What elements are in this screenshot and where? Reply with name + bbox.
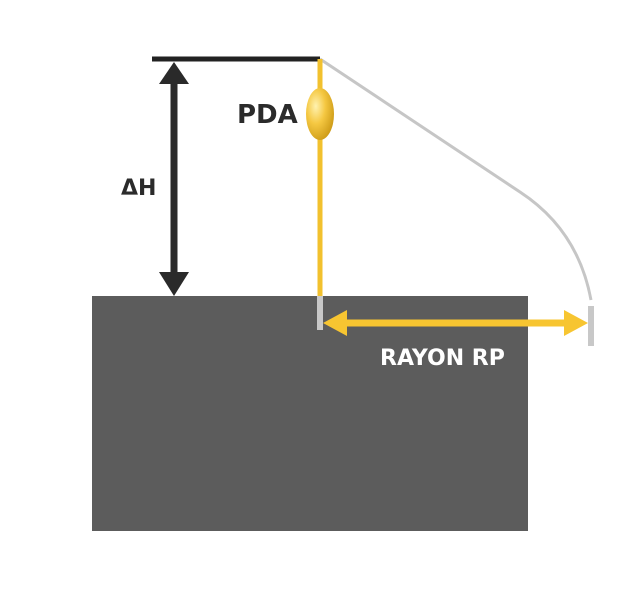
radius-label: RAYON RP	[380, 346, 505, 371]
pda-label: PDA	[237, 100, 298, 130]
ground-block	[92, 296, 528, 531]
pda-icon	[306, 88, 334, 140]
height-difference-label: ΔH	[121, 176, 156, 201]
radius-end-marker	[588, 306, 594, 346]
height-difference-arrow	[159, 62, 189, 296]
radius-arrow	[323, 310, 588, 336]
origin-marker	[317, 296, 323, 330]
rope-curve	[319, 57, 593, 301]
